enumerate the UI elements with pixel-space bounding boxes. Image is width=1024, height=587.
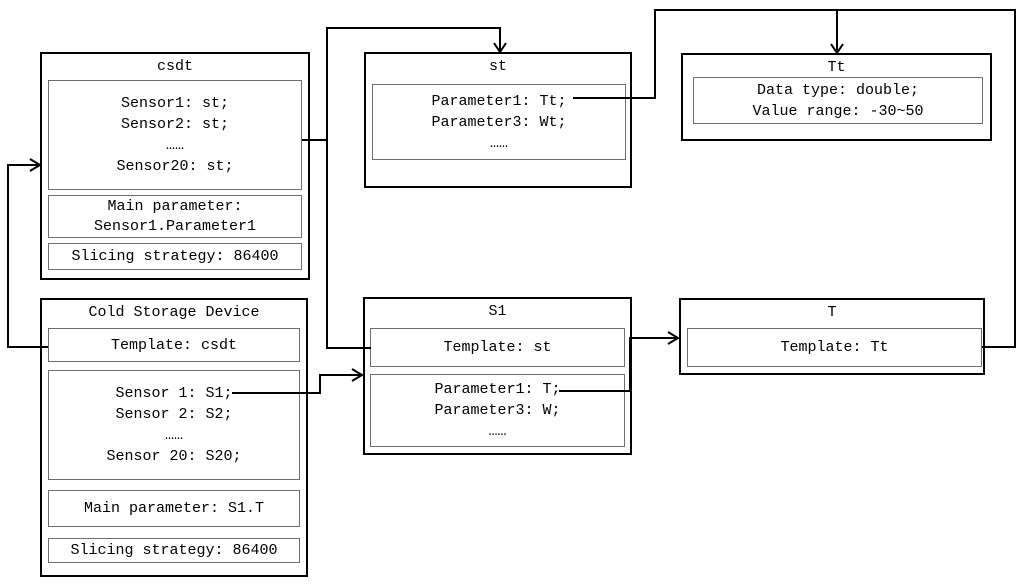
s1-box: S1 Template: st Parameter1: T; Parameter… (363, 297, 632, 455)
device-slicing-section: Slicing strategy: 86400 (48, 538, 300, 563)
device-sensors-section: Sensor 1: S1; Sensor 2: S2; …… Sensor 20… (48, 370, 300, 480)
t-box: T Template: Tt (679, 298, 985, 375)
csdt-slicing-section: Slicing strategy: 86400 (48, 243, 302, 270)
arrowhead-into-t (667, 331, 680, 345)
st-box: st Parameter1: Tt; Parameter3: Wt; …… (364, 52, 632, 188)
device-sensor-line: Sensor 1: S1; (115, 385, 233, 402)
s1-title: S1 (488, 303, 507, 320)
device-sensor-line: Sensor 2: S2; (115, 406, 233, 423)
s1-template-section: Template: st (370, 328, 625, 367)
csdt-title: csdt (156, 58, 193, 75)
ellipsis-line: …… (488, 423, 507, 440)
tt-box: Tt Data type: double; Value range: -30~5… (681, 53, 992, 141)
arrowhead-into-s1 (351, 368, 364, 382)
ellipsis-line: …… (165, 137, 184, 154)
tt-title: Tt (827, 59, 846, 76)
arrowhead-into-csdt (29, 158, 42, 172)
csdt-sensor-line: Sensor20: st; (116, 158, 234, 175)
arrowhead-into-st (493, 42, 507, 54)
csdt-box: csdt Sensor1: st; Sensor2: st; …… Sensor… (40, 52, 310, 280)
t-title: T (827, 304, 837, 321)
device-sensor-line: Sensor 20: S20; (106, 448, 242, 465)
st-parameter-line: Parameter3: Wt; (431, 113, 567, 131)
slicing-strategy-text: Slicing strategy: 86400 (70, 542, 278, 559)
tt-value-range: Value range: -30~50 (752, 102, 924, 120)
device-template-section: Template: csdt (48, 328, 300, 362)
cold-storage-device-title: Cold Storage Device (88, 304, 260, 321)
t-template-section: Template: Tt (687, 328, 982, 367)
st-title: st (488, 58, 507, 75)
csdt-sensor-line: Sensor2: st; (120, 116, 230, 133)
csdt-main-parameter-section: Main parameter: Sensor1.Parameter1 (48, 195, 302, 238)
arrowhead-into-tt (830, 43, 844, 55)
s1-template-text: Template: st (443, 339, 552, 356)
s1-parameter-line: Parameter3: W; (434, 402, 561, 419)
s1-parameter-line: Parameter1: T; (434, 381, 561, 398)
st-parameters-section: Parameter1: Tt; Parameter3: Wt; …… (372, 84, 626, 160)
tt-fields-section: Data type: double; Value range: -30~50 (693, 77, 983, 124)
st-parameter-line: Parameter1: Tt; (431, 92, 567, 110)
device-template-text: Template: csdt (110, 336, 238, 354)
tt-data-type: Data type: double; (756, 81, 920, 99)
main-parameter-value: Sensor1.Parameter1 (93, 217, 257, 235)
t-template-text: Template: Tt (780, 339, 889, 356)
s1-parameters-section: Parameter1: T; Parameter3: W; …… (370, 374, 625, 447)
csdt-sensors-section: Sensor1: st; Sensor2: st; …… Sensor20: s… (48, 80, 302, 190)
device-main-parameter-section: Main parameter: S1.T (48, 490, 300, 527)
slicing-strategy-text: Slicing strategy: 86400 (71, 248, 279, 265)
ellipsis-line: …… (164, 427, 183, 444)
ellipsis-line: …… (489, 134, 508, 152)
main-parameter-label: Main parameter: (107, 197, 243, 215)
csdt-sensor-line: Sensor1: st; (120, 95, 230, 112)
cold-storage-device-box: Cold Storage Device Template: csdt Senso… (40, 298, 308, 577)
device-main-parameter-text: Main parameter: S1.T (83, 500, 265, 517)
